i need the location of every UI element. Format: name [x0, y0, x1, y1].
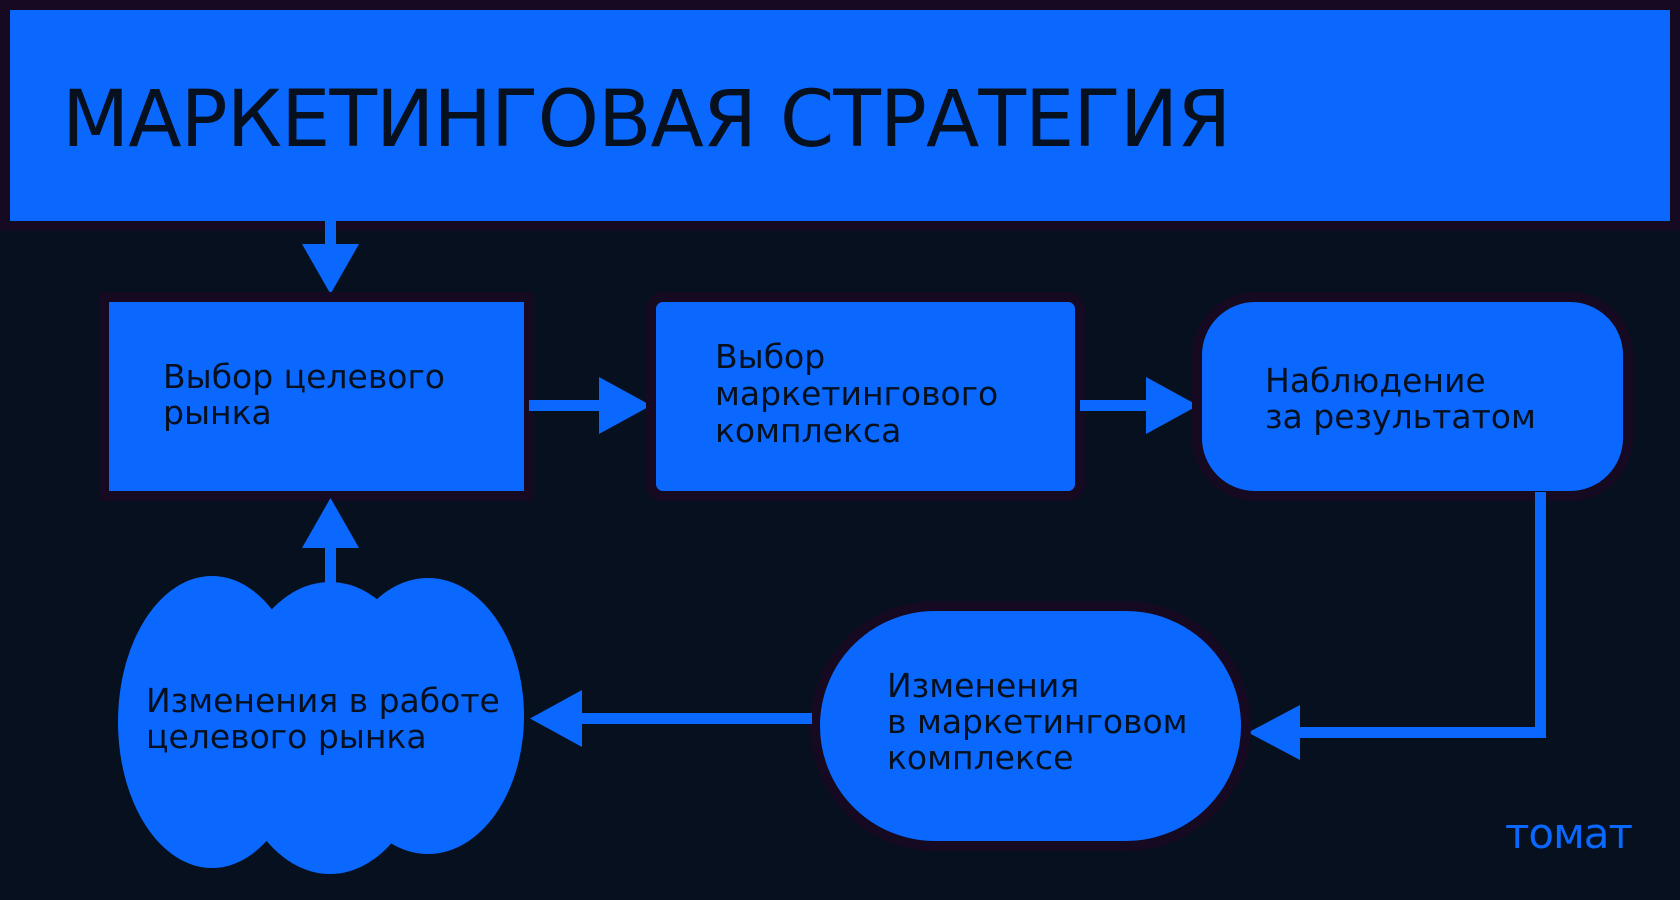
node-marketing-mix-label: Выбор маркетингового комплекса — [715, 337, 1009, 450]
node-mix-changes-label: Изменения в маркетинговом комплексе — [887, 666, 1198, 777]
header-banner — [0, 0, 1680, 231]
node-mix-changes — [810, 601, 1251, 851]
node-target-market-label: Выбор целевого рынка — [163, 357, 456, 432]
arrow-marketing-mix-to-monitoring — [1080, 377, 1198, 434]
arrow-header-to-target-market — [302, 220, 359, 294]
page-title: МАРКЕТИНГОВАЯ СТРАТЕГИЯ — [62, 75, 1230, 165]
arrow-mix-changes-to-market-changes — [530, 690, 812, 747]
arrow-target-market-to-marketing-mix — [529, 377, 651, 434]
node-target-market — [99, 292, 534, 501]
arrow-market-changes-to-target-market — [302, 498, 359, 592]
brand-logo: томат — [1505, 809, 1633, 858]
node-monitoring — [1192, 292, 1633, 501]
arrow-monitoring-to-mix-changes — [1248, 492, 1546, 760]
node-monitoring-label: Наблюдение за результатом — [1265, 361, 1536, 436]
node-market-changes-label: Изменения в работе целевого рынка — [146, 681, 510, 756]
node-market-changes — [118, 576, 524, 874]
node-marketing-mix — [646, 292, 1085, 501]
